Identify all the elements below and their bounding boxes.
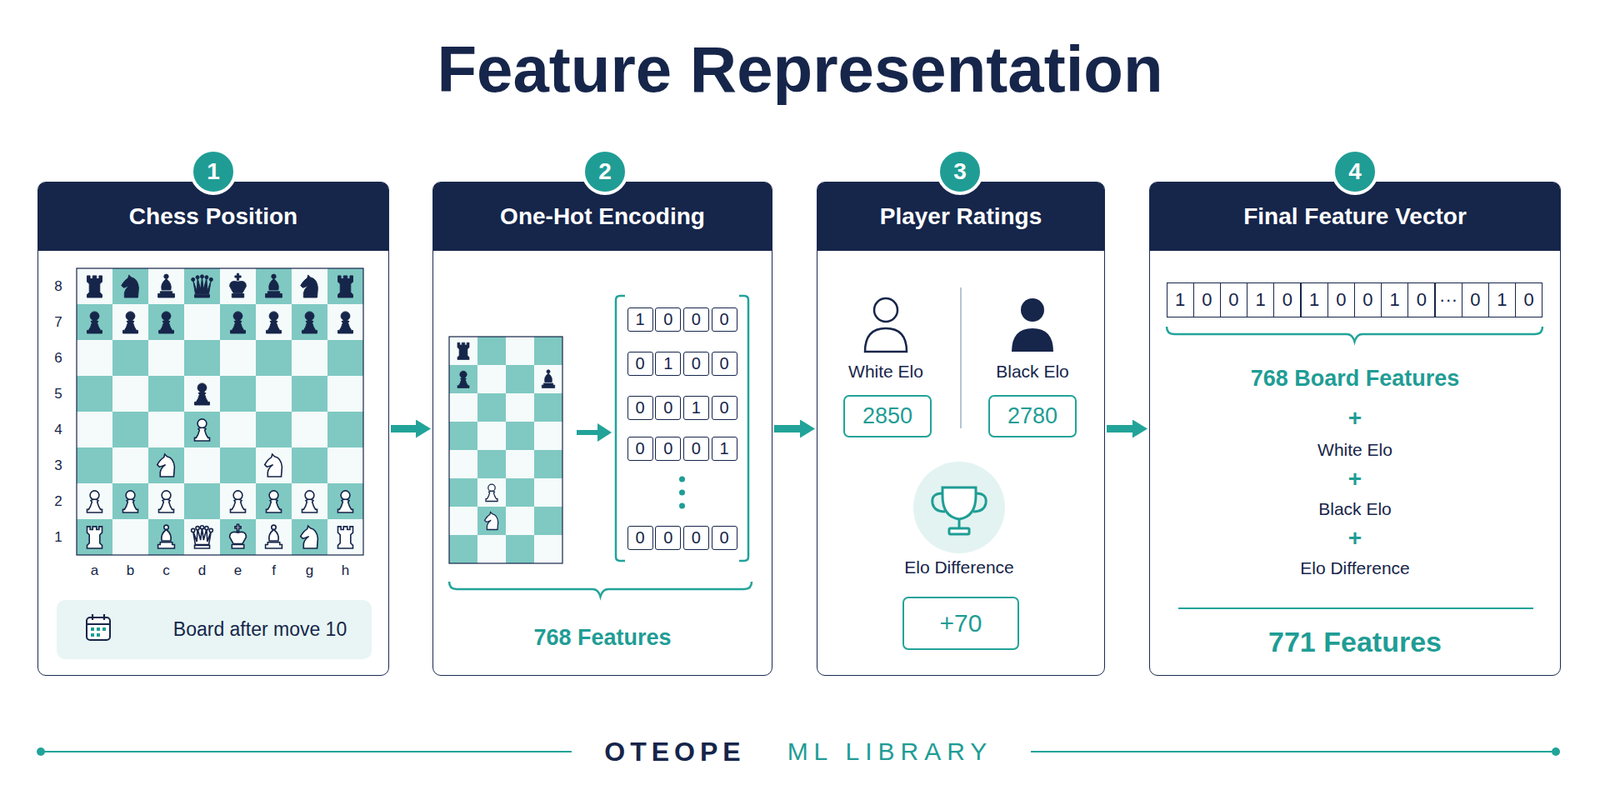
vector-cell: 0 [1407, 282, 1435, 318]
file-label: g [297, 560, 323, 582]
vector-cell: 0 [1273, 282, 1301, 318]
vector-cell: 1 [1166, 282, 1195, 318]
value-box: 2780 [988, 395, 1077, 438]
plus-sign: + [1338, 465, 1372, 493]
step-number: 3 [936, 148, 984, 195]
rank-label: 2 [47, 489, 70, 515]
footer-dot [36, 747, 45, 756]
matrix-cell: 0 [683, 307, 710, 332]
file-label: h [333, 560, 359, 582]
feature-count: 768 Board Features [1171, 361, 1539, 395]
vector-cell: 1 [1488, 282, 1516, 318]
file-label: d [190, 560, 215, 582]
rank-label: 1 [47, 525, 70, 550]
flow-arrow [774, 425, 807, 433]
step-panel: One-Hot Encoding [432, 181, 773, 676]
matrix-cell: 0 [627, 351, 654, 376]
feature-part: Black Elo [1230, 495, 1480, 523]
file-label: a [82, 560, 108, 582]
vector-cell: 0 [1220, 282, 1248, 318]
rating-label: White Elo [819, 359, 953, 385]
node-text: 2780 [1007, 403, 1058, 430]
matrix-cell: 0 [711, 307, 738, 332]
matrix-cell: 1 [683, 395, 710, 420]
vector-cell: 0 [1354, 282, 1382, 318]
rating-label: Black Elo [965, 359, 1100, 385]
plus-sign: + [1338, 405, 1372, 432]
vector-cell: 1 [1300, 282, 1329, 318]
node-text: Board after move 10 [173, 618, 347, 641]
matrix-cell: 0 [655, 395, 681, 420]
matrix-cell: 0 [655, 525, 681, 550]
footer-rule [1030, 750, 1556, 753]
matrix-cell: 0 [655, 436, 681, 461]
flow-arrow [1106, 425, 1140, 433]
rank-label: 7 [47, 310, 70, 335]
node-text: 3 [936, 148, 984, 195]
node-text: +70 [940, 609, 983, 638]
rating-label: Elo Difference [834, 555, 1085, 580]
step-number: 2 [581, 148, 629, 195]
feature-part: White Elo [1230, 436, 1480, 464]
matrix-cell: 0 [683, 351, 710, 376]
rank-label: 6 [47, 345, 70, 371]
rank-label: 3 [47, 453, 70, 479]
feature-total: 771 Features [1171, 622, 1539, 661]
footer-brand: OTEOPE [575, 733, 775, 770]
node-text: 2850 [862, 403, 913, 430]
vector-cell: 1 [1380, 282, 1409, 318]
vector-cell: ··· [1435, 282, 1463, 318]
matrix-cell: 0 [711, 525, 738, 550]
file-label: b [118, 560, 144, 582]
diagram-title: Feature Representation [0, 30, 1600, 109]
footer-dot [1551, 747, 1560, 756]
vector-cell: 0 [1193, 282, 1221, 318]
matrix-cell: 0 [627, 525, 654, 550]
file-label: c [154, 560, 180, 582]
matrix-cell: 0 [711, 395, 738, 420]
caption-box: Board after move 10 [56, 600, 372, 660]
rank-label: 8 [47, 274, 70, 300]
matrix-cell: 1 [711, 436, 738, 461]
value-box: +70 [902, 596, 1020, 650]
step-panel: Chess PositionBoard after move 10 [37, 181, 390, 676]
feature-count: 768 Features [444, 620, 761, 655]
node-text: 1 [190, 148, 237, 195]
file-label: e [225, 560, 251, 582]
matrix-cell: 0 [627, 436, 654, 461]
rank-label: 4 [47, 417, 70, 443]
node-text: 2 [581, 148, 629, 195]
file-label: f [261, 560, 287, 582]
node-text: 4 [1331, 148, 1379, 195]
vector-cell: 0 [1515, 282, 1543, 318]
rank-label: 5 [47, 381, 70, 407]
matrix-cell: 1 [655, 351, 681, 376]
step-panel: Player Ratings28502780+70 [816, 181, 1105, 676]
matrix-cell: 0 [683, 436, 710, 461]
vector-cell: 1 [1246, 282, 1275, 318]
footer-brand: ML LIBRARY [756, 733, 1024, 770]
matrix-cell: 0 [683, 525, 710, 550]
feature-part: Elo Difference [1230, 555, 1480, 582]
plus-sign: + [1338, 525, 1372, 552]
matrix-cell: 0 [627, 395, 654, 420]
vector-cell: 0 [1461, 282, 1490, 318]
footer-rule [40, 750, 572, 753]
step-number: 4 [1331, 148, 1379, 195]
value-box: 2850 [843, 395, 932, 438]
matrix-cell: 0 [655, 307, 681, 332]
matrix-cell: 1 [627, 307, 654, 332]
vector-cell: 0 [1327, 282, 1355, 318]
matrix-cell: 0 [711, 351, 738, 376]
step-number: 1 [190, 148, 237, 195]
flow-arrow [390, 425, 423, 433]
